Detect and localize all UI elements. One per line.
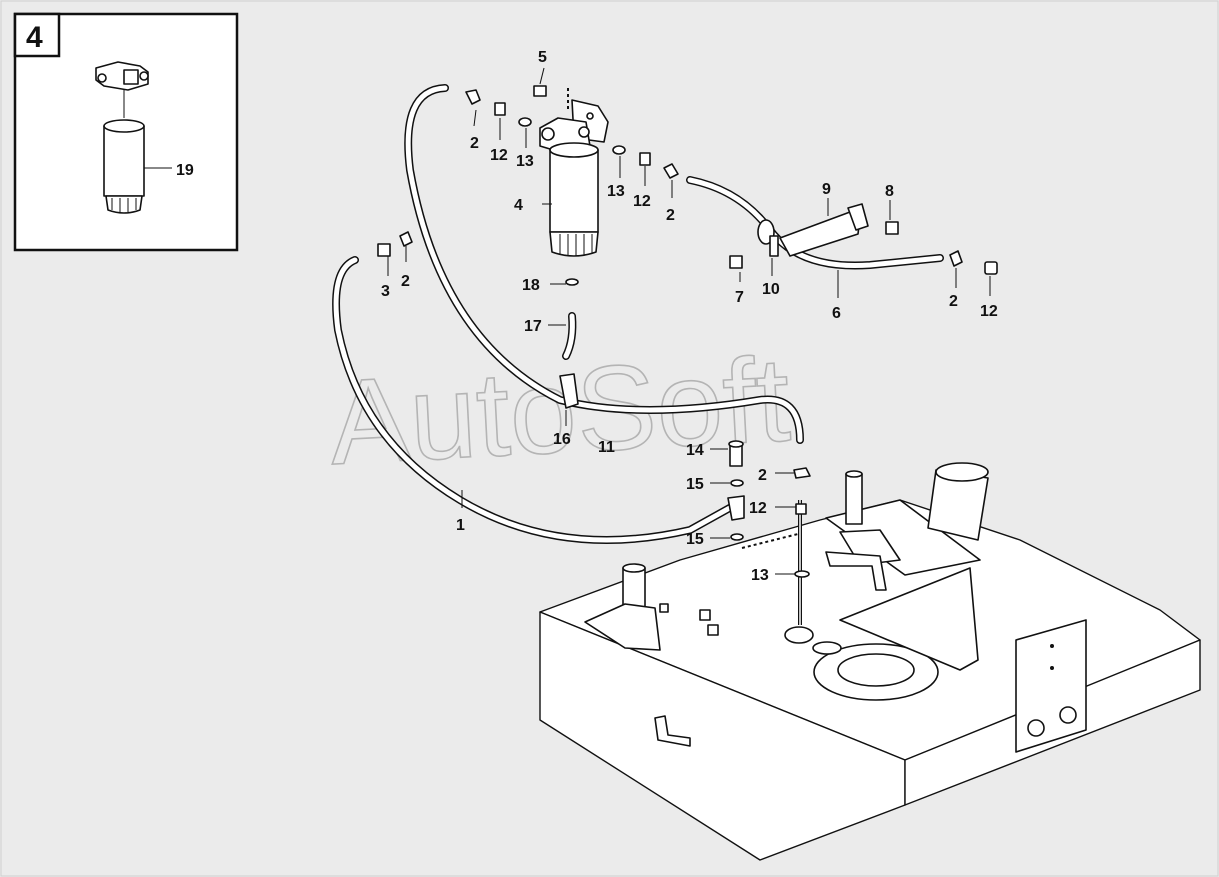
watermark: AutoSoft — [326, 332, 793, 490]
callout-17: 17 — [524, 318, 542, 335]
callout-10: 10 — [762, 281, 780, 298]
callout-3: 3 — [381, 283, 390, 300]
callout-5: 5 — [538, 49, 547, 66]
callout-16: 16 — [553, 431, 571, 448]
callout-2-filter-left: 2 — [470, 135, 479, 152]
callout-labels: 1 2 2 2 2 2 3 4 5 6 7 8 9 10 11 12 12 12… — [381, 49, 998, 584]
callout-9: 9 — [822, 181, 831, 198]
callout-15-upper: 15 — [686, 476, 704, 493]
callout-12-filter-right: 12 — [633, 193, 651, 210]
inset-view-number: 4 — [26, 21, 43, 54]
inset-filter-cartridge — [103, 119, 145, 214]
callout-2-filter-right: 2 — [666, 207, 675, 224]
callout-14: 14 — [686, 442, 704, 459]
callout-8: 8 — [885, 183, 894, 200]
mounting-bracket — [1015, 619, 1087, 753]
fuel-tank — [539, 462, 1201, 861]
vent-tube — [927, 462, 989, 541]
inset-filter-head — [95, 61, 149, 118]
callout-2-hose-right: 2 — [949, 293, 958, 310]
inset-panel: 4 19 — [13, 12, 239, 252]
callout-11: 11 — [598, 439, 615, 456]
callout-7: 7 — [735, 289, 744, 306]
callout-1: 1 — [456, 517, 465, 534]
callout-2-hose-left: 2 — [401, 273, 410, 290]
fittings — [377, 85, 998, 578]
callout-13-tank: 13 — [751, 567, 769, 584]
callout-18: 18 — [522, 277, 540, 294]
inset-number-box — [13, 12, 61, 58]
callout-2-tank: 2 — [758, 467, 767, 484]
callout-12-hose-right: 12 — [980, 303, 998, 320]
callout-15-lower: 15 — [686, 531, 704, 548]
inset-label-19: 19 — [176, 162, 194, 179]
hoses — [332, 84, 944, 625]
filler-neck — [584, 563, 661, 651]
callout-4: 4 — [514, 197, 523, 214]
callout-13-filter-left: 13 — [516, 153, 534, 170]
callout-6: 6 — [832, 305, 841, 322]
sender-unit — [784, 626, 939, 701]
leader-lines — [387, 67, 991, 575]
fuel-filter-assembly — [539, 99, 609, 286]
callout-12-tank: 12 — [749, 500, 767, 517]
callout-13-filter-right: 13 — [607, 183, 625, 200]
callout-12-filter-left: 12 — [490, 147, 508, 164]
